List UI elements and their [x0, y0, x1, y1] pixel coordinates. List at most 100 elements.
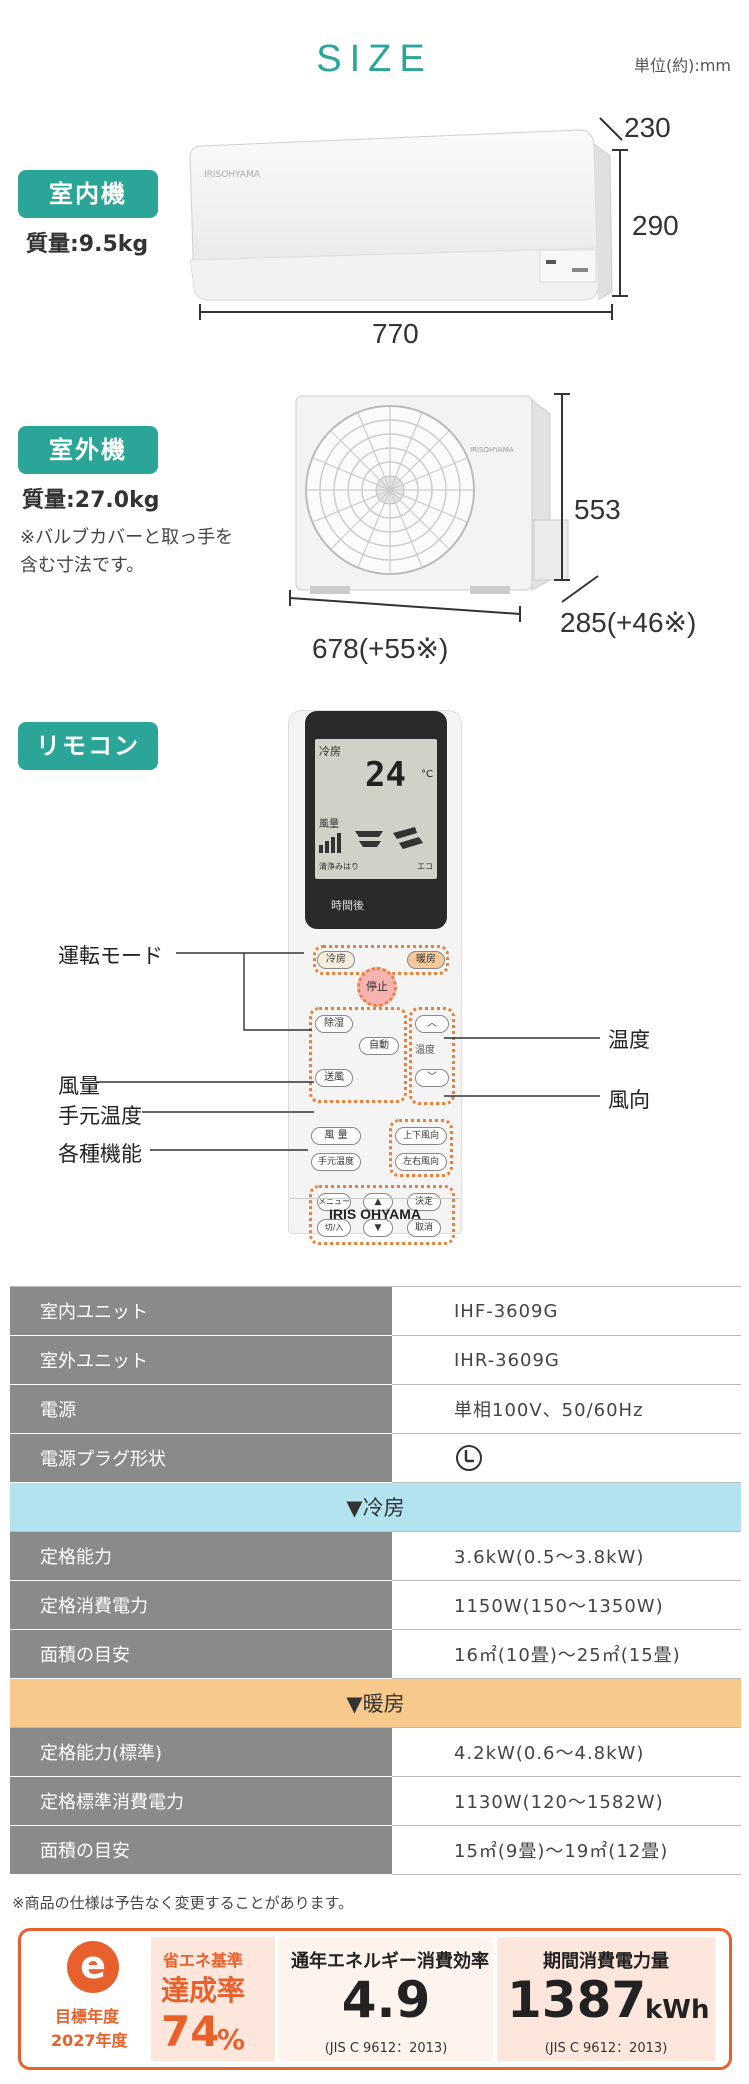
remote-lcd: 冷房 24 °C 風量 清浄みはり エコ	[315, 739, 437, 879]
lcd-fan-bars-icon	[319, 827, 423, 853]
dehumid-button[interactable]: 除湿	[315, 1015, 353, 1033]
spec-key: 電源	[10, 1384, 392, 1434]
onoff-button[interactable]: 切/入	[317, 1219, 351, 1237]
temp-up-button[interactable]: ︿	[415, 1015, 449, 1033]
spec-value: 1150W(150〜1350W)	[392, 1580, 741, 1630]
fan-volume-button[interactable]: 風 量	[311, 1127, 361, 1145]
indoor-depth: 230	[624, 112, 671, 143]
decide-button[interactable]: 決定	[407, 1193, 441, 1211]
cooling-header: ▼冷房	[10, 1482, 741, 1532]
kwh-std: (JIS C 9612：2013)	[544, 2041, 668, 2056]
chevron-down-icon: ﹀	[427, 1072, 437, 1083]
std-label: 省エネ基準	[163, 1951, 244, 1970]
spec-footnote: ※商品の仕様は予告なく変更することがあります。	[12, 1894, 354, 1912]
callout-fan: 風量	[58, 1074, 100, 1098]
arrow-down-button[interactable]: ▼	[363, 1219, 393, 1237]
heat-button[interactable]: 暖房	[407, 951, 445, 969]
apf-label: 通年エネルギー消費効率	[291, 1951, 489, 1972]
arrow-up-button[interactable]: ▲	[363, 1193, 393, 1211]
outdoor-unit-drawing	[289, 393, 599, 622]
spec-key: 面積の目安	[10, 1825, 392, 1875]
outdoor-note-1: ※バルブカバーと取っ手を	[20, 527, 234, 548]
spec-value: 1130W(120〜1582W)	[392, 1776, 741, 1826]
lcd-temp: 24	[365, 755, 406, 795]
spec-value: IHR-3609G	[392, 1335, 741, 1385]
vertical-swing-button[interactable]: 上下風向	[395, 1127, 447, 1145]
plug-shape-icon	[456, 1445, 482, 1471]
lcd-mode: 冷房	[319, 745, 341, 758]
triangle-up-icon: ▲	[374, 1197, 382, 1207]
indoor-unit-drawing	[189, 117, 628, 320]
callout-temp: 温度	[608, 1028, 650, 1052]
triangle-down-icon: ▼	[374, 1223, 382, 1233]
lcd-fan-label: 風量	[319, 819, 339, 830]
temp-group-outline	[409, 1007, 455, 1105]
spec-key: 室外ユニット	[10, 1335, 392, 1385]
spec-key: 定格能力	[10, 1531, 392, 1581]
auto-group-outline	[309, 1007, 407, 1103]
energy-logo-icon: e	[67, 1941, 119, 1993]
apf-std: (JIS C 9612：2013)	[324, 2041, 448, 2056]
kwh-value: 1387	[507, 1971, 647, 2029]
remote-brand: IRIS OHYAMA	[290, 1198, 460, 1228]
remote-body: 冷房 24 °C 風量 清浄みはり エコ 時間後 冷房 暖房 停止 除湿 自動 …	[288, 710, 462, 1245]
spec-value: 3.6kW(0.5〜3.8kW)	[392, 1531, 741, 1581]
outdoor-note-2: 含む寸法です。	[20, 555, 145, 576]
horizontal-swing-button[interactable]: 左右風向	[395, 1153, 447, 1171]
outdoor-height: 553	[574, 494, 621, 525]
table-row: 電源単相100V、50/60Hz	[10, 1384, 741, 1434]
outdoor-width: 678(+55※)	[312, 633, 449, 664]
spec-key: 面積の目安	[10, 1629, 392, 1679]
fan-mode-button[interactable]: 送風	[315, 1069, 353, 1087]
indoor-height: 290	[632, 210, 679, 241]
spec-key: 室内ユニット	[10, 1286, 392, 1336]
auto-button[interactable]: 自動	[359, 1037, 399, 1055]
outdoor-badge: 室外機	[18, 426, 158, 474]
outdoor-brand-mark: IRISOHYAMA	[470, 446, 514, 454]
spec-value: 15㎡(9畳)〜19㎡(12畳)	[392, 1825, 741, 1875]
menu-button[interactable]: メニュー	[317, 1193, 351, 1211]
indoor-brand-mark: IRISOHYAMA	[204, 170, 261, 180]
achieve-label: 達成率	[161, 1974, 246, 2007]
cancel-button[interactable]: 取消	[407, 1219, 441, 1237]
temp-down-button[interactable]: ﹀	[415, 1069, 449, 1087]
spec-value: IHF-3609G	[392, 1286, 741, 1336]
temp-button-label: 温度	[415, 1045, 435, 1056]
cool-button[interactable]: 冷房	[317, 951, 355, 969]
lcd-eco-label: エコ	[417, 862, 433, 871]
spec-value: 4.2kW(0.6〜4.8kW)	[392, 1727, 741, 1777]
function-group-outline	[309, 1185, 455, 1245]
unit-label: 単位(約):mm	[633, 56, 731, 75]
stop-button[interactable]: 停止	[357, 967, 397, 1007]
wind-group-outline	[389, 1119, 453, 1177]
remote-badge: リモコン	[18, 722, 158, 770]
spec-key: 定格能力(標準)	[10, 1727, 392, 1777]
table-row: ▼暖房	[10, 1678, 741, 1728]
apf-box: 通年エネルギー消費効率 4.9 (JIS C 9612：2013)	[279, 1937, 493, 2061]
target-year-line2: 2027年度	[51, 2031, 128, 2050]
local-temp-button[interactable]: 手元温度	[311, 1153, 361, 1171]
size-title: SIZE	[316, 38, 433, 80]
callout-local-temp: 手元温度	[58, 1104, 142, 1128]
achieve-box: 省エネ基準 達成率 74 %	[151, 1937, 275, 2061]
indoor-mass: 質量:9.5kg	[26, 232, 149, 257]
spec-key: 電源プラグ形状	[10, 1433, 392, 1483]
outdoor-mass: 質量:27.0kg	[22, 488, 160, 513]
callout-functions: 各種機能	[58, 1142, 142, 1166]
spec-value: 16㎡(10畳)〜25㎡(15畳)	[392, 1629, 741, 1679]
chevron-up-icon: ︿	[427, 1018, 437, 1029]
lcd-timer-label: 時間後	[331, 899, 364, 912]
spec-key: 定格消費電力	[10, 1580, 392, 1630]
achieve-rate: 74	[161, 2007, 220, 2056]
kwh-unit: kWh	[645, 1995, 710, 2025]
heating-header: ▼暖房	[10, 1678, 741, 1728]
table-row: 定格能力(標準)4.2kW(0.6〜4.8kW)	[10, 1727, 741, 1777]
spec-value	[392, 1433, 741, 1483]
callout-mode: 運転モード	[58, 944, 163, 968]
